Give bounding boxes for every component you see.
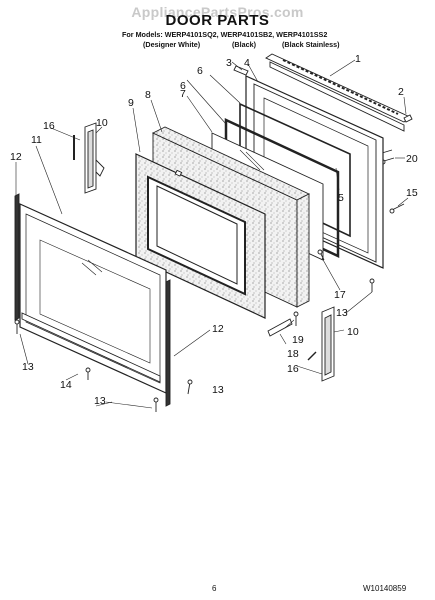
part-door-frame: [135, 153, 266, 319]
part-bracket-18: [267, 318, 293, 337]
part-screw-2: [403, 114, 413, 123]
part-bottom-trim: [21, 312, 161, 383]
part-hinge-right: [307, 306, 335, 382]
part-side-trim-right: [165, 279, 171, 407]
document-number: W10140859: [363, 584, 407, 593]
callout-14: 14: [60, 379, 72, 391]
callout-12b: 12: [212, 323, 224, 335]
part-hinge-left: [73, 122, 105, 194]
part-side-trim-left: [14, 193, 20, 321]
callout-6a: 6: [197, 65, 203, 77]
variant-black: (Black): [232, 40, 256, 49]
variant-designer-white: (Designer White): [143, 40, 201, 49]
variant-black-stainless: (Black Stainless): [282, 40, 340, 49]
callout-5: 5: [338, 192, 344, 204]
callout-16a: 16: [43, 120, 55, 132]
callout-20: 20: [406, 153, 418, 165]
part-small-screws: [14, 203, 405, 412]
callout-13a: 13: [22, 361, 34, 373]
callout-18: 18: [287, 348, 299, 360]
callout-13b: 13: [94, 395, 106, 407]
part-top-vent-trim: [265, 53, 411, 132]
callout-6b: 6: [180, 80, 186, 92]
callout-19: 19: [292, 334, 304, 346]
watermark: AppliancePartsPros.com: [131, 4, 304, 20]
callout-13d: 13: [336, 307, 348, 319]
callout-15: 15: [406, 187, 418, 199]
page-number: 6: [212, 584, 217, 593]
diagram-title: DOOR PARTS: [165, 12, 270, 29]
models-line: For Models: WERP4101SQ2, WERP4101SB2, WE…: [122, 30, 328, 39]
callout-10b: 10: [347, 326, 359, 338]
callout-16b: 16: [287, 363, 299, 375]
callout-9: 9: [128, 97, 134, 109]
callout-3: 3: [226, 57, 232, 69]
callout-13c: 13: [212, 384, 224, 396]
callout-12a: 12: [10, 151, 22, 163]
callout-4: 4: [244, 57, 250, 69]
callout-labels: 1 2 3 4 5 6 6 7 8 9 10 10 11 12 12 13 13…: [10, 53, 418, 407]
callout-10a: 10: [96, 117, 108, 129]
callout-17: 17: [334, 289, 346, 301]
leader-lines: [15, 59, 409, 409]
callout-1: 1: [355, 53, 361, 65]
callout-8: 8: [145, 89, 151, 101]
part-bracket: [233, 65, 249, 76]
callout-7: 7: [180, 88, 186, 100]
callout-2: 2: [398, 86, 404, 98]
callout-11: 11: [31, 134, 42, 146]
